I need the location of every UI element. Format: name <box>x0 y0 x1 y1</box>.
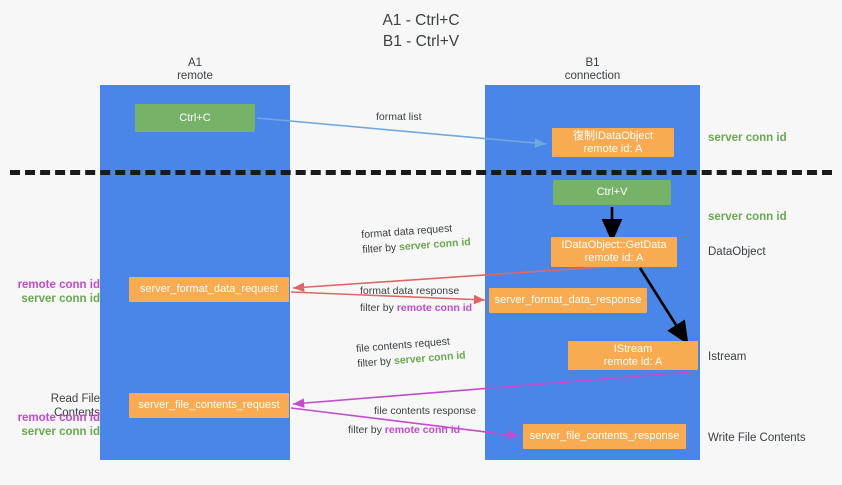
label-dataobject: DataObject <box>708 246 766 258</box>
arrow-file-contents-request <box>292 371 691 408</box>
flow-filter-format-data-response: filter by remote conn id <box>360 301 472 316</box>
filter-prefix: filter by <box>356 355 395 371</box>
filter-prefix: filter by <box>348 424 385 436</box>
flow-text-file-contents-response: file contents response <box>374 405 477 417</box>
lane-header-a1: A1 remote <box>177 57 213 82</box>
label-server-conn-id-top: server conn id <box>708 132 787 144</box>
box-ctrl-v[interactable]: Ctrl+V <box>553 180 671 205</box>
box-idataobject[interactable]: 復制IDataObject remote id: A <box>552 128 674 157</box>
filter-prefix: filter by <box>360 302 397 314</box>
arrow-getdata-to-istream <box>638 267 689 345</box>
page-title: A1 - Ctrl+C B1 - Ctrl+V <box>382 12 460 50</box>
box-idataobject-getdata[interactable]: IDataObject::GetData remote id: A <box>551 237 677 267</box>
flow-filter-file-contents-response: filter by remote conn id <box>348 423 476 438</box>
filter-value-remote-conn-id: remote conn id <box>384 424 461 436</box>
label-group-conn-ids-lower: remote conn id server conn id <box>8 411 100 439</box>
flow-label-format-list: format list <box>376 111 422 123</box>
box-istream[interactable]: IStream remote id: A <box>568 341 698 370</box>
filter-value-server-conn-id: server conn id <box>398 236 472 254</box>
label-remote-conn-id-2: remote conn id <box>17 412 100 424</box>
label-server-conn-id-mid: server conn id <box>708 211 787 223</box>
flow-label-file-contents-response: file contents response filter by remote … <box>348 404 477 438</box>
label-write-file-contents: Write File Contents <box>708 432 806 444</box>
label-server-conn-id-2: server conn id <box>21 426 100 438</box>
label-remote-conn-id-1: remote conn id <box>17 279 100 291</box>
filter-prefix: filter by <box>361 241 400 257</box>
filter-value-remote-conn-id: remote conn id <box>396 302 473 314</box>
box-ctrl-c[interactable]: Ctrl+C <box>135 104 255 132</box>
box-server-format-data-response[interactable]: server_format_data_response <box>489 288 647 313</box>
label-server-conn-id-1: server conn id <box>21 293 100 305</box>
clipboard-boundary-divider <box>10 170 832 175</box>
label-read-file-contents: Read File Contents <box>50 393 100 419</box>
lane-header-b1: B1 connection <box>564 57 621 82</box>
arrow-format-list <box>256 117 547 148</box>
label-istream: Istream <box>708 351 747 363</box>
box-server-format-data-request[interactable]: server_format_data_request <box>129 277 289 302</box>
arrow-file-contents-response <box>290 407 520 440</box>
flow-label-format-data-response: format data response filter by remote co… <box>360 284 472 316</box>
label-group-conn-ids-upper: remote conn id server conn id <box>8 278 100 306</box>
flow-text-format-data-response: format data response <box>360 285 460 297</box>
box-server-file-contents-request[interactable]: server_file_contents_request <box>129 393 289 418</box>
box-server-file-contents-response[interactable]: server_file_contents_response <box>523 424 686 449</box>
arrow-format-data-response <box>290 291 486 305</box>
